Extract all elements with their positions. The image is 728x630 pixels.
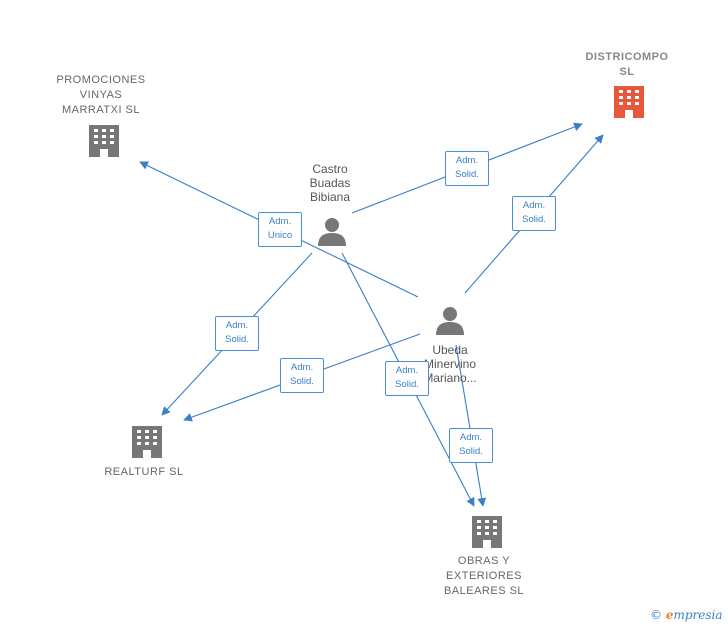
brand-rest: mpresia — [673, 608, 723, 622]
person-icon — [436, 307, 464, 335]
building-icon — [614, 86, 644, 118]
building-icon — [472, 516, 502, 548]
edge-label-castro-realturf[interactable]: Adm. Solid. — [215, 316, 259, 351]
edge-label-ubeda-districompo[interactable]: Adm. Solid. — [512, 196, 556, 231]
edge-ubeda-obras — [455, 344, 487, 507]
edge-label-ubeda-realturf[interactable]: Adm. Solid. — [280, 358, 324, 393]
building-icon — [89, 125, 119, 157]
edge-label-castro-obras[interactable]: Adm. Solid. — [385, 361, 429, 396]
company-label-promociones[interactable]: PROMOCIONES VINYAS MARRATXI SL — [56, 74, 146, 116]
edge-label-ubeda-obras[interactable]: Adm. Solid. — [449, 428, 493, 463]
edge-label-castro-promociones[interactable]: Adm. Unico — [258, 212, 302, 247]
person-label-ubeda[interactable]: Ubeda Minervino Mariano... — [423, 343, 477, 385]
empresia-watermark: © empresia — [650, 608, 723, 622]
building-icon — [132, 426, 162, 458]
copyright-icon: © — [650, 608, 662, 622]
edge-label-castro-districompo[interactable]: Adm. Solid. — [445, 151, 489, 186]
brand-e: e — [665, 608, 674, 622]
company-label-obras[interactable]: OBRAS Y EXTERIORES BALEARES SL — [443, 555, 525, 597]
company-label-districompo[interactable]: DISTRICOMPO SL — [585, 51, 669, 78]
person-icon — [318, 218, 346, 246]
person-label-castro[interactable]: Castro Buadas Bibiana — [309, 162, 351, 204]
company-label-realturf[interactable]: REALTURF SL — [104, 466, 184, 478]
